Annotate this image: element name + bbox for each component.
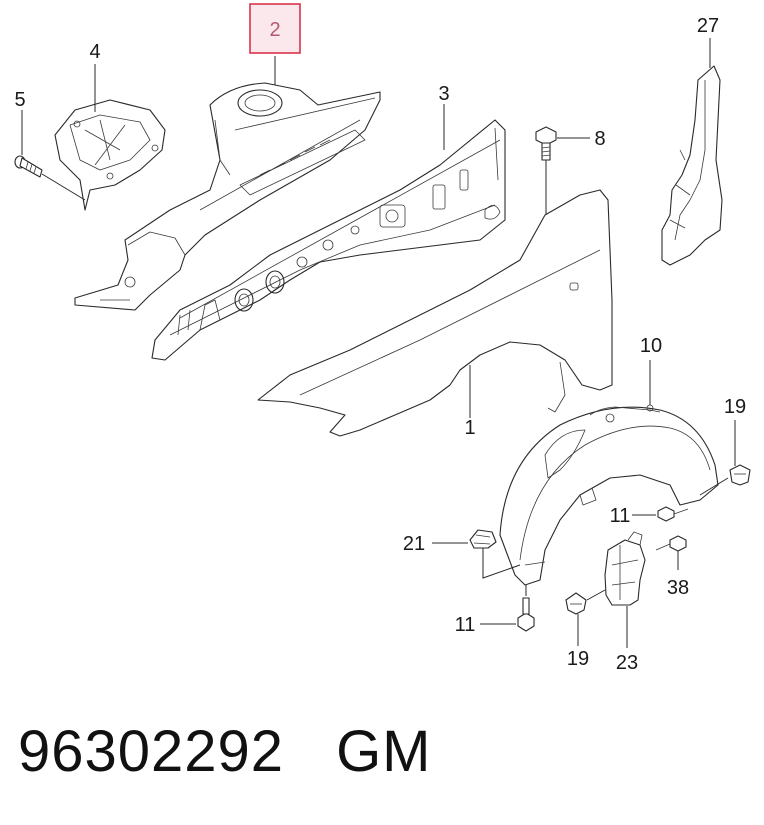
part-23-bracket[interactable]	[604, 531, 646, 648]
part-8-bolt[interactable]	[535, 126, 590, 215]
brand-name: GM	[336, 719, 432, 784]
callout-5[interactable]: 5	[14, 89, 25, 111]
exploded-parts-diagram: 2 4 5 3 8 27 1 10 19 11 21 38 11 19 23	[14, 3, 751, 674]
part-19-clip-lower[interactable]	[565, 589, 606, 646]
part-19-clip-upper[interactable]	[699, 420, 751, 496]
part-3-apron-panel[interactable]	[151, 119, 506, 361]
callout-27[interactable]: 27	[697, 15, 719, 37]
callout-10[interactable]: 10	[640, 335, 662, 357]
part-11-screw-lower[interactable]	[480, 585, 535, 632]
callout-11-mid[interactable]: 11	[610, 505, 631, 527]
part-10-wheelhouse-liner[interactable]	[499, 360, 719, 586]
part-number: 96302292	[18, 719, 285, 784]
callout-21[interactable]: 21	[403, 533, 425, 555]
callout-11-lower[interactable]: 11	[455, 614, 476, 636]
part-38-screw[interactable]	[655, 535, 687, 570]
callout-2[interactable]: 2	[269, 19, 280, 41]
callout-3[interactable]: 3	[438, 83, 449, 105]
callout-4[interactable]: 4	[89, 41, 100, 63]
callout-1[interactable]: 1	[464, 417, 475, 439]
callout-23[interactable]: 23	[616, 652, 638, 674]
callout-8[interactable]: 8	[594, 128, 605, 150]
part-21-clip-nut[interactable]	[432, 529, 521, 579]
callout-19-upper[interactable]: 19	[724, 396, 746, 418]
callout-38[interactable]: 38	[667, 577, 689, 599]
part-footer: 96302292 GM	[18, 718, 432, 798]
part-2-front-side-member[interactable]	[74, 82, 381, 311]
part-4-bracket[interactable]	[54, 99, 166, 211]
highlight-box-2	[249, 3, 301, 54]
part-1-front-fender[interactable]	[257, 189, 613, 437]
callout-19-lower[interactable]: 19	[567, 648, 589, 670]
part-11-screw-mid[interactable]	[632, 506, 689, 522]
part-5-bolt[interactable]	[14, 155, 86, 201]
part-27-seal-trim[interactable]	[661, 38, 723, 266]
